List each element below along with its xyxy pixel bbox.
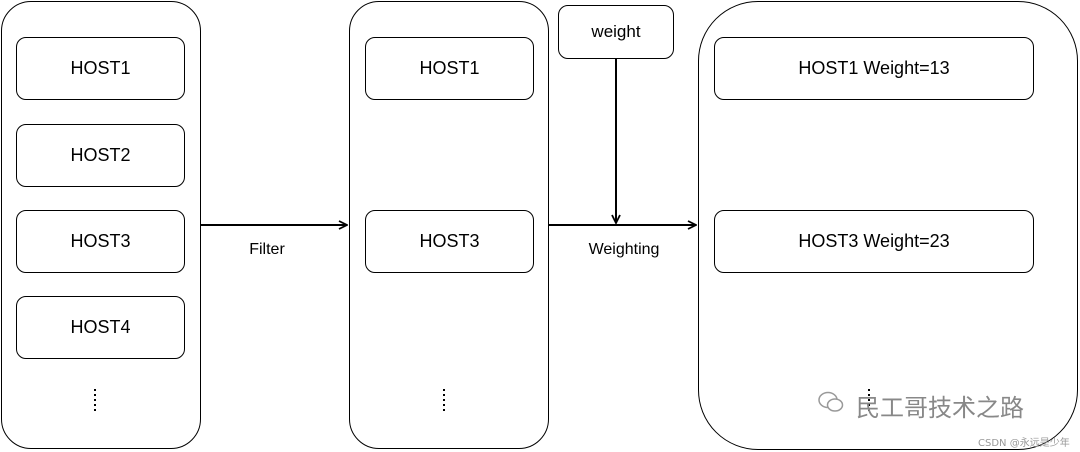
watermark-brand: 民工哥技术之路 [856,394,1024,422]
more-weighted-ellipsis [868,389,870,413]
weighting-label: Weighting [588,241,660,258]
host-box-host3: HOST3 [16,210,185,273]
host-box-host4: HOST4 [16,296,185,359]
filter-label: Filter [249,241,285,258]
more-filtered-ellipsis [443,389,445,413]
wechat-icon [818,390,844,414]
host-box-host2: HOST2 [16,124,185,187]
more-hosts-ellipsis [94,389,96,413]
host-box-host1: HOST1 [16,37,185,100]
weight-input-box: weight [558,5,674,59]
filtered-host-box-host3: HOST3 [365,210,534,273]
watermark-credit: CSDN @永远是少年 [978,438,1070,449]
weighted-host-box-host1: HOST1 Weight=13 [714,37,1034,100]
filtered-host-box-host1: HOST1 [365,37,534,100]
weighted-host-box-host3: HOST3 Weight=23 [714,210,1034,273]
